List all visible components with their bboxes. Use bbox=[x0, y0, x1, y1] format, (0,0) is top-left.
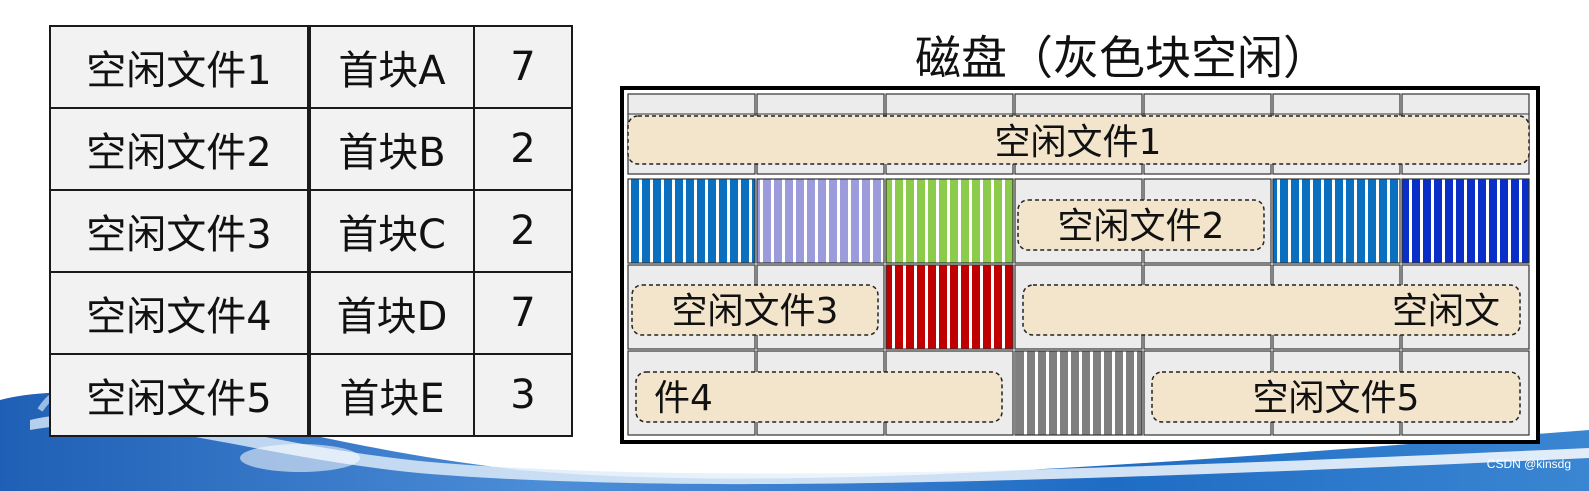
used-block-gray bbox=[1014, 350, 1143, 436]
disk-diagram: 空闲文件1 空闲文件2 空闲文件3 空闲文 件4 空闲文件5 bbox=[620, 86, 1540, 444]
free-file-1-region bbox=[627, 115, 1530, 165]
first-block: 首块E bbox=[307, 353, 475, 437]
free-file-5-label: 空闲文件5 bbox=[1253, 378, 1420, 419]
watermark: CSDN @kinsdg bbox=[1486, 457, 1571, 471]
free-file-4-label-part1: 空闲文 bbox=[1392, 291, 1500, 332]
used-block-red bbox=[885, 264, 1014, 350]
free-file-4-region-part1 bbox=[1022, 284, 1521, 336]
free-file-3-label: 空闲文件3 bbox=[672, 291, 839, 332]
first-block: 首块C bbox=[307, 189, 475, 273]
block-count: 2 bbox=[473, 107, 573, 191]
free-file-2-label: 空闲文件2 bbox=[1058, 206, 1225, 247]
used-block-lavender bbox=[756, 178, 885, 264]
free-file-name: 空闲文件4 bbox=[49, 271, 310, 355]
block-count: 2 bbox=[473, 189, 573, 273]
block-count: 3 bbox=[473, 353, 573, 437]
free-file-name: 空闲文件1 bbox=[49, 25, 310, 109]
free-file-1-label: 空闲文件1 bbox=[995, 122, 1162, 163]
disk-title: 磁盘（灰色块空闲） bbox=[915, 31, 1329, 85]
first-block: 首块B bbox=[307, 107, 475, 191]
first-block: 首块D bbox=[307, 271, 475, 355]
block-count: 7 bbox=[473, 271, 573, 355]
free-file-name: 空闲文件2 bbox=[49, 107, 310, 191]
table-row: 空闲文件3 首块C 2 bbox=[49, 189, 573, 273]
table-row: 空闲文件1 首块A 7 bbox=[49, 25, 573, 109]
free-file-2-region bbox=[1017, 199, 1265, 251]
free-file-table: 空闲文件1 首块A 7 空闲文件2 首块B 2 空闲文件3 首块C 2 空闲文件… bbox=[49, 25, 573, 437]
table-row: 空闲文件4 首块D 7 bbox=[49, 271, 573, 355]
table-row: 空闲文件5 首块E 3 bbox=[49, 353, 573, 437]
free-file-name: 空闲文件3 bbox=[49, 189, 310, 273]
block-count: 7 bbox=[473, 25, 573, 109]
table-row: 空闲文件2 首块B 2 bbox=[49, 107, 573, 191]
free-file-name: 空闲文件5 bbox=[49, 353, 310, 437]
used-block-blue bbox=[1272, 178, 1401, 264]
used-block-green bbox=[885, 178, 1014, 264]
free-file-5-region bbox=[1151, 371, 1521, 423]
free-file-4-label-part2: 件4 bbox=[654, 378, 713, 419]
used-block-navy bbox=[1401, 178, 1530, 264]
used-block-blue bbox=[627, 178, 756, 264]
free-file-4-region-part2 bbox=[635, 371, 1003, 423]
first-block: 首块A bbox=[307, 25, 475, 109]
free-file-3-region bbox=[631, 284, 879, 336]
